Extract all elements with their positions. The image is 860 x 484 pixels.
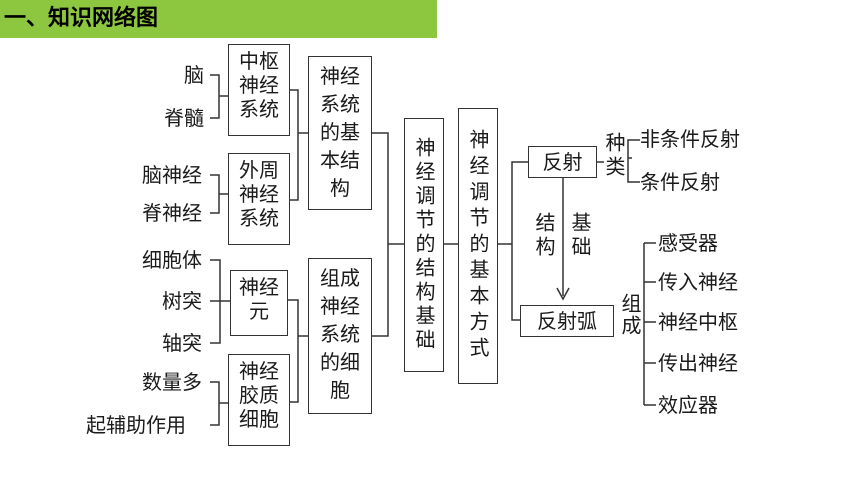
- leaf-dendrite: 树突: [162, 289, 202, 313]
- component-cells-box: 组成神经系统的细胞: [308, 258, 372, 414]
- reflex-arc-composition-label: 组成: [618, 293, 642, 337]
- structural-basis-box: 神经调节的结构基础: [404, 118, 444, 372]
- section-title-bar: 一、知识网络图: [0, 0, 437, 38]
- leaf-auxiliary-role: 起辅助作用: [86, 413, 186, 437]
- glial-cell-box: 神经胶质细胞: [228, 354, 290, 446]
- leaf-brain: 脑: [184, 63, 204, 87]
- peripheral-nervous-system-box: 外周神经系统: [228, 153, 290, 245]
- leaf-cranial-nerve: 脑神经: [142, 163, 202, 187]
- arc-part-receptor: 感受器: [658, 231, 718, 255]
- leaf-axon: 轴突: [162, 331, 202, 355]
- reflex-type-label: 种类: [602, 132, 626, 180]
- reflex-box: 反射: [528, 146, 597, 178]
- reflex-arc-box: 反射弧: [520, 305, 614, 337]
- structure-basis-label-a: 结构: [532, 212, 556, 260]
- arc-part-efferent-nerve: 传出神经: [658, 351, 738, 375]
- arc-part-effector: 效应器: [658, 393, 718, 417]
- leaf-spinal-cord: 脊髓: [164, 106, 204, 130]
- structure-basis-label-b: 基础: [568, 212, 592, 260]
- reflex-type-unconditioned: 非条件反射: [640, 127, 740, 151]
- arc-part-nerve-center: 神经中枢: [658, 310, 738, 334]
- basic-structure-box: 神经系统的基本结构: [308, 56, 372, 210]
- leaf-spinal-nerve: 脊神经: [142, 201, 202, 225]
- leaf-numerous: 数量多: [142, 370, 202, 394]
- leaf-cell-body: 细胞体: [142, 248, 202, 272]
- arc-part-afferent-nerve: 传入神经: [658, 270, 738, 294]
- neuron-box: 神经元: [230, 270, 288, 336]
- reflex-type-conditioned: 条件反射: [640, 170, 720, 194]
- section-title: 一、知识网络图: [4, 6, 159, 31]
- basic-way-box: 神经调节的基本方式: [458, 108, 498, 384]
- central-nervous-system-box: 中枢神经系统: [228, 44, 290, 136]
